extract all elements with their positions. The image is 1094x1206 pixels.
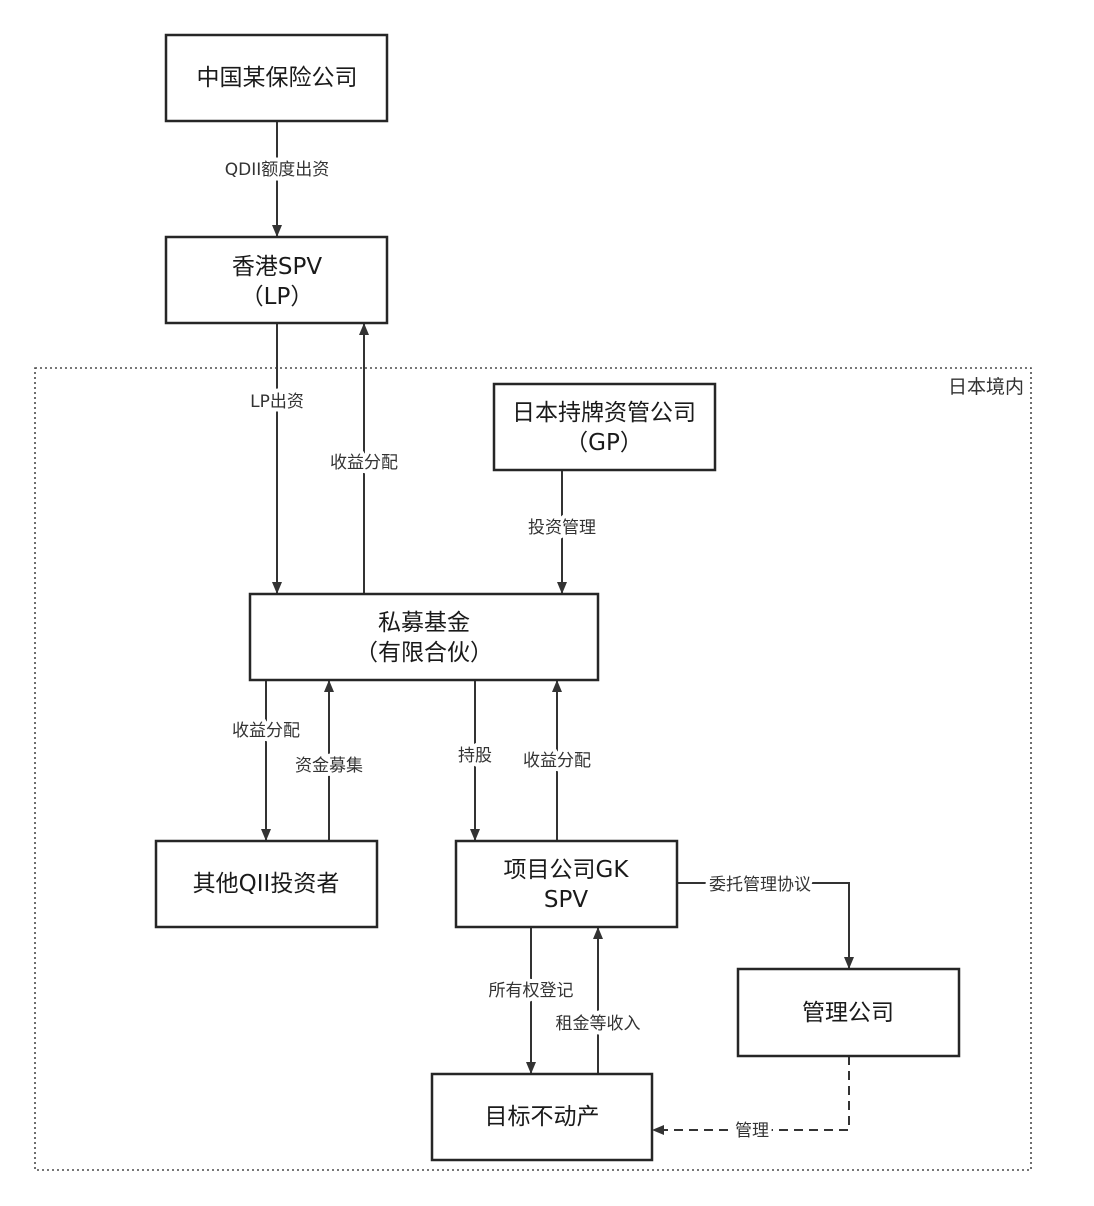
japan-region-boundary — [34, 367, 1032, 1171]
node-gp-label-line2: （GP） — [565, 430, 643, 456]
node-manager: 管理公司 — [736, 967, 961, 1058]
edge-gk-spv-to-manager — [677, 882, 854, 969]
node-hk-spv-box — [164, 235, 389, 325]
edge-label-ownership-registration: 所有权登记 — [489, 981, 574, 1001]
edge-label-fundraising: 资金募集 — [295, 756, 363, 776]
japan-region-label: 日本境内 — [948, 376, 1024, 398]
edge-label-qdii-funding: QDII额度出资 — [225, 160, 330, 180]
edge-label-lp-funding: LP出资 — [250, 392, 304, 412]
node-manager-box — [736, 967, 961, 1058]
edge-label-investment-management: 投资管理 — [528, 518, 596, 538]
edge-label-entrusted-management: 委托管理协议 — [709, 875, 811, 895]
node-other-qii-label: 其他QII投资者 — [193, 871, 340, 897]
node-manager-label: 管理公司 — [802, 1000, 894, 1026]
node-other-qii: 其他QII投资者 — [154, 839, 379, 929]
edge-label-distribution-to-hk: 收益分配 — [330, 453, 398, 473]
node-insurer-box — [164, 33, 389, 123]
node-gp-label-line1: 日本持牌资管公司 — [512, 400, 696, 426]
node-hk-spv-label-line2: （LP） — [241, 284, 314, 310]
node-property-box — [430, 1072, 654, 1162]
node-insurer: 中国某保险公司 — [164, 33, 389, 123]
node-fund-label-line1: 私募基金 — [378, 610, 470, 636]
edge-label-rental-income: 租金等收入 — [556, 1014, 641, 1034]
node-insurer-label: 中国某保险公司 — [197, 65, 358, 91]
node-gk-spv: 项目公司GK SPV — [454, 839, 679, 929]
node-fund: 私募基金 （有限合伙） — [248, 592, 600, 682]
node-gk-spv-label-line2: SPV — [544, 887, 588, 913]
edge-label-distribution-to-other: 收益分配 — [232, 721, 300, 741]
edge-manager-to-property — [652, 1056, 850, 1135]
edge-label-shareholding: 持股 — [458, 746, 492, 766]
edge-label-management: 管理 — [735, 1121, 769, 1141]
node-gk-spv-box — [454, 839, 679, 929]
node-hk-spv-label-line1: 香港SPV — [232, 254, 322, 280]
node-property: 目标不动产 — [430, 1072, 654, 1162]
node-fund-label-line2: （有限合伙） — [355, 640, 493, 666]
node-hk-spv: 香港SPV （LP） — [164, 235, 389, 325]
edge-label-distribution-from-gk: 收益分配 — [523, 751, 591, 771]
node-property-label: 目标不动产 — [485, 1104, 600, 1130]
node-gp-box — [492, 382, 717, 472]
node-gp: 日本持牌资管公司 （GP） — [492, 382, 717, 472]
node-other-qii-box — [154, 839, 379, 929]
node-gk-spv-label-line1: 项目公司GK — [504, 857, 630, 883]
node-fund-box — [248, 592, 600, 682]
